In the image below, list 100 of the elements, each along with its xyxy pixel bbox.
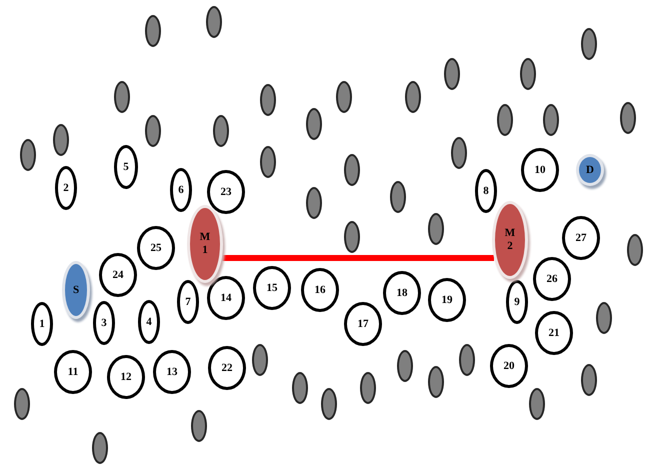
idle-node [581, 28, 597, 60]
idle-node [114, 81, 130, 113]
idle-node [451, 137, 467, 169]
idle-node [260, 84, 276, 116]
network-node [428, 278, 466, 322]
network-node [54, 350, 92, 394]
idle-node [213, 115, 229, 147]
node-label: 16 [314, 284, 326, 296]
idle-node [191, 410, 207, 442]
network-node [533, 257, 571, 301]
network-node [383, 271, 421, 315]
node-label: 8 [483, 184, 489, 198]
node-label: M 1 [200, 231, 210, 257]
idle-node [520, 58, 536, 90]
idle-node [627, 234, 643, 266]
idle-node [390, 181, 406, 213]
idle-node [20, 139, 36, 171]
idle-node [428, 366, 444, 398]
node-label: 3 [101, 316, 107, 330]
node-label: M 2 [504, 227, 516, 253]
network-node [208, 346, 246, 390]
network-node [107, 355, 145, 399]
network-node [170, 168, 192, 212]
node-label: 25 [150, 242, 162, 254]
node-label: 9 [514, 296, 520, 308]
node-label: 15 [266, 282, 278, 294]
node-label: 23 [220, 186, 232, 198]
node-label: 13 [166, 366, 178, 378]
idle-node [428, 213, 444, 245]
idle-node [252, 344, 268, 376]
network-node [207, 170, 245, 214]
relay-node [492, 201, 528, 279]
node-label: 10 [534, 164, 546, 176]
node-label: 21 [548, 326, 560, 340]
network-node [177, 280, 199, 324]
network-node [99, 253, 137, 297]
idle-node [206, 6, 222, 38]
idle-node [529, 388, 545, 420]
idle-node [145, 115, 161, 147]
idle-node [53, 124, 69, 156]
idle-node [360, 372, 376, 404]
node-label: 27 [576, 232, 586, 244]
network-node [535, 311, 573, 355]
node-label: 4 [146, 316, 152, 328]
node-label: S [72, 284, 80, 296]
network-node [31, 302, 53, 346]
network-node [114, 145, 138, 189]
node-label: 5 [123, 160, 129, 174]
node-label: 24 [112, 268, 124, 282]
node-label: 18 [396, 286, 408, 300]
network-node [506, 280, 528, 324]
node-label: 12 [120, 370, 132, 384]
idle-node [620, 102, 636, 134]
node-label: 11 [68, 366, 78, 378]
idle-node [596, 302, 612, 334]
node-label: 26 [546, 272, 558, 286]
idle-node [145, 15, 161, 47]
node-label: 1 [39, 318, 45, 330]
network-node [562, 216, 600, 260]
node-label: D [586, 164, 594, 176]
node-label: 2 [63, 182, 69, 194]
idle-node [405, 81, 421, 113]
idle-node [344, 221, 360, 253]
idle-node [497, 104, 513, 136]
idle-node [543, 104, 559, 136]
idle-node [260, 146, 276, 178]
network-node [207, 276, 245, 320]
idle-node [292, 372, 308, 404]
idle-node [581, 364, 597, 396]
node-label: 20 [504, 360, 514, 372]
idle-node [397, 350, 413, 382]
network-node [475, 169, 497, 213]
idle-node [306, 187, 322, 219]
node-label: 19 [442, 294, 452, 306]
network-node [138, 300, 160, 344]
network-node [137, 226, 175, 270]
relay-node [187, 205, 223, 283]
node-label: 14 [220, 292, 232, 304]
node-label: 6 [178, 184, 184, 196]
node-label: 17 [358, 318, 368, 330]
idle-node [92, 432, 108, 464]
network-node [344, 302, 382, 346]
idle-node [444, 58, 460, 90]
idle-node [459, 344, 475, 376]
endpoint-node [576, 154, 604, 186]
endpoint-node [62, 261, 90, 319]
idle-node [344, 154, 360, 186]
network-node [55, 166, 77, 210]
network-node [301, 268, 339, 312]
idle-node [14, 388, 30, 420]
idle-node [306, 108, 322, 140]
idle-node [336, 81, 352, 113]
network-node [93, 301, 115, 345]
node-label: 22 [222, 362, 232, 374]
node-label: 7 [185, 296, 191, 308]
network-node [521, 148, 559, 192]
idle-node [321, 388, 337, 420]
connector-line [222, 255, 494, 261]
network-node [153, 350, 191, 394]
network-node [253, 266, 291, 310]
